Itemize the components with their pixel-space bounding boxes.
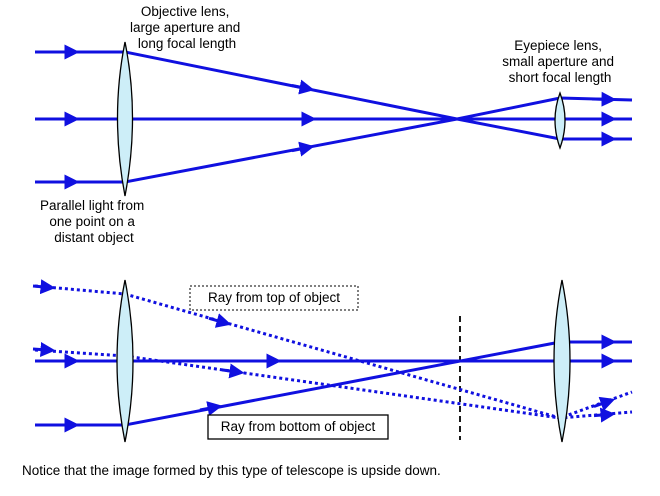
top-ray-lower [35,117,632,184]
top-ray-label: Ray from top of object [208,290,340,305]
arrow-head [208,313,232,328]
objective-lens [116,41,134,197]
arrow-head [32,342,56,357]
arrow-head [221,363,245,379]
eyepiece-label: Eyepiece lens, small aperture and short … [502,38,618,85]
top-ray-label-box: Ray from top of object [189,285,359,311]
arrow-head [593,407,616,423]
arrow-head [591,91,617,107]
arrow-head [291,141,315,157]
bottom-arrows [32,279,617,433]
arrow-head [593,396,616,412]
eyepiece-lens [553,279,571,443]
arrow-head [291,79,315,95]
caption: Notice that the image formed by this typ… [22,463,441,478]
objective-label: Objective lens, large aperture and long … [130,4,244,51]
bottom-ray-label-box: Ray from bottom of object [207,414,389,440]
bottom-ray-label: Ray from bottom of object [221,419,376,434]
top-arrows [55,44,617,190]
top-diagram: Objective lens, large aperture and long … [35,4,633,245]
objective-lens [116,279,134,443]
arrow-head [199,401,223,416]
top-rays [35,50,633,184]
source-label: Parallel light from one point on a dista… [40,198,148,245]
eyepiece-lens [554,91,566,150]
arrow-head [32,279,56,295]
bottom-diagram: Ray from top of object Ray from bottom o… [32,279,633,443]
